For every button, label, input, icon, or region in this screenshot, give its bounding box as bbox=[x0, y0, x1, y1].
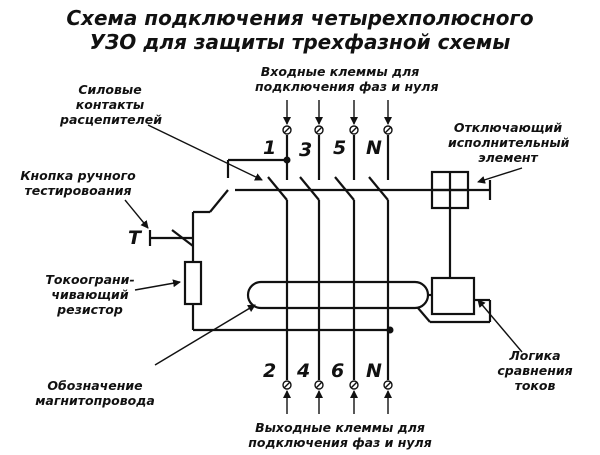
callout-arrows bbox=[124, 100, 523, 414]
terminal-label-top-5: 5 bbox=[333, 137, 347, 159]
pole-wires bbox=[285, 135, 390, 380]
top-terminals bbox=[282, 125, 393, 135]
label-output-terminals: Выходные клеммы для подключения фаз и ну… bbox=[248, 420, 432, 450]
test-circuit bbox=[183, 156, 394, 334]
terminal-label-bottom-4: 4 bbox=[297, 360, 311, 382]
title-line-1: Схема подключения четырехполюсного bbox=[66, 6, 534, 30]
bottom-terminals bbox=[282, 380, 393, 390]
label-current-limiting-resistor: Токоограни- чивающий резистор bbox=[45, 272, 135, 317]
terminal-label-top-3: 3 bbox=[299, 139, 313, 161]
comparison-logic-box bbox=[417, 276, 492, 324]
test-button-symbol bbox=[148, 229, 194, 247]
label-tripping-element: Отключающий исполнительный элемент bbox=[448, 120, 570, 165]
label-comparison-logic: Логика сравнения токов bbox=[497, 348, 573, 393]
label-magnetic-core: Обозначение магнитопровода bbox=[35, 378, 155, 408]
terminal-label-bottom-n: N bbox=[366, 360, 382, 382]
label-input-terminals: Входные клеммы для подключения фаз и нул… bbox=[255, 64, 439, 94]
terminal-label-top-1: 1 bbox=[263, 137, 277, 159]
power-contacts bbox=[267, 176, 389, 201]
terminal-label-bottom-6: 6 bbox=[331, 360, 345, 382]
tripping-element bbox=[430, 170, 492, 278]
magnetic-core bbox=[246, 280, 430, 310]
label-test-button: Кнопка ручного тестировоания bbox=[20, 168, 136, 198]
title-line-2: УЗО для защиты трехфазной схемы bbox=[89, 30, 511, 54]
terminal-label-bottom-2: 2 bbox=[263, 360, 277, 382]
terminal-label-top-n: N bbox=[366, 137, 382, 159]
label-power-contacts: Силовые контакты расцепителей bbox=[60, 82, 163, 127]
test-letter: T bbox=[128, 227, 141, 249]
